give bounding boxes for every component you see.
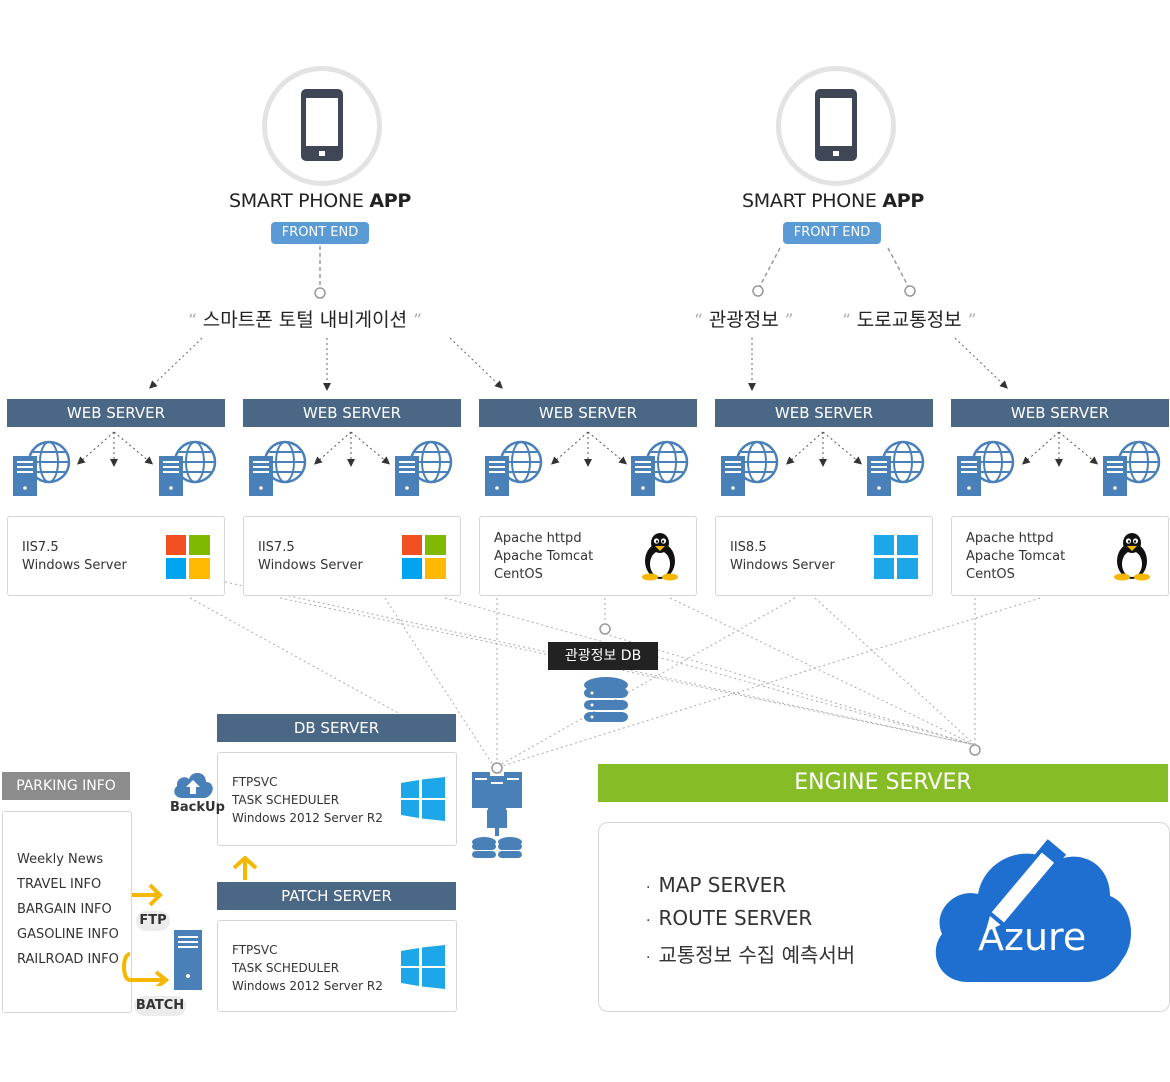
patch-server-line1: FTPSVC [232, 943, 278, 957]
database-icon [584, 677, 628, 722]
windows-blue-icon [874, 535, 918, 579]
web-server-line2: Apache Tomcat [966, 549, 1066, 564]
windows-color-icon [402, 535, 446, 579]
tourism-db-label: 관광정보 DB [548, 642, 658, 670]
server-stack-icon [472, 772, 522, 858]
web-server-line2: Windows Server [258, 558, 363, 573]
smartphone-icon [301, 89, 343, 161]
engine-server-item: ·ROUTE SERVER [646, 906, 813, 930]
db-server-title: DB SERVER [217, 714, 456, 742]
batch-loop-arrow-icon [122, 952, 170, 986]
web-server-line3: CentOS [494, 567, 543, 582]
smartphone-icon [815, 89, 857, 161]
up-arrow-icon [232, 856, 258, 880]
web-server-title: WEB SERVER [479, 399, 697, 427]
parking-info-item: RAILROAD INFO [17, 952, 119, 967]
web-server-title: WEB SERVER [7, 399, 225, 427]
web-server-line2: Apache Tomcat [494, 549, 594, 564]
web-server-line3: CentOS [966, 567, 1015, 582]
web-server-globe-icon [1103, 440, 1161, 496]
web-server-globe-icon [485, 440, 543, 496]
service-traffic: “ 도로교통정보 ” [842, 309, 977, 331]
app-title-plain: SMART PHONE [742, 190, 883, 212]
web-server-line1: IIS7.5 [258, 540, 295, 555]
db-server-line1: FTPSVC [232, 775, 278, 789]
web-server-line1: IIS7.5 [22, 540, 59, 555]
web-server-line1: Apache httpd [494, 531, 582, 546]
app-title-bold: APP [882, 190, 924, 212]
parking-info-box [2, 811, 132, 1013]
engine-server-item: ·교통정보 수집 예측서버 [646, 943, 856, 967]
parking-info-item: GASOLINE INFO [17, 927, 119, 942]
web-server-stack-box: IIS7.5 Windows Server [243, 516, 461, 596]
service-label: 도로교통정보 [856, 309, 962, 331]
engine-server-item: ·MAP SERVER [646, 873, 787, 897]
web-server-stack-box: IIS8.5 Windows Server [715, 516, 933, 596]
parking-info-title: PARKING INFO [2, 772, 130, 800]
app-title-bold: APP [369, 190, 411, 212]
batch-server-icon [174, 930, 202, 990]
cloud-upload-icon [174, 772, 213, 798]
azure-logo-text: Azure [978, 915, 1087, 959]
db-server-box: FTPSVC TASK SCHEDULER Windows 2012 Serve… [217, 752, 457, 846]
patch-server-box: FTPSVC TASK SCHEDULER Windows 2012 Serve… [217, 920, 457, 1012]
web-server-title: WEB SERVER [951, 399, 1169, 427]
web-server-globe-icon [721, 440, 779, 496]
front-end-badge-1: FRONT END [271, 222, 369, 244]
web-server-globe-icon [159, 440, 217, 496]
web-server-line1: Apache httpd [966, 531, 1054, 546]
service-label: 스마트폰 토털 내비게이션 [202, 309, 408, 331]
engine-server-title: ENGINE SERVER [598, 764, 1168, 802]
windows-color-icon [166, 535, 210, 579]
app-title-plain: SMART PHONE [229, 190, 370, 212]
web-server-stack-box: Apache httpd Apache Tomcat CentOS [479, 516, 697, 596]
backup-label: BackUp [170, 800, 225, 815]
web-server-globe-icon [631, 440, 689, 496]
windows-blue-icon [401, 777, 445, 821]
engine-item-label: ROUTE SERVER [658, 906, 813, 930]
engine-item-label: 교통정보 수집 예측서버 [658, 943, 856, 967]
web-server-title: WEB SERVER [243, 399, 461, 427]
smartphone-circle-2 [776, 66, 896, 186]
web-server-line1: IIS8.5 [730, 540, 767, 555]
web-server-globe-icon [249, 440, 307, 496]
web-server-stack-box: Apache httpd Apache Tomcat CentOS [951, 516, 1169, 596]
smartphone-circle-1 [262, 66, 382, 186]
web-server-line2: Windows Server [22, 558, 127, 573]
web-server-globe-icon [13, 440, 71, 496]
front-end-badge-2: FRONT END [783, 222, 881, 244]
web-server-title: WEB SERVER [715, 399, 933, 427]
web-server-line2: Windows Server [730, 558, 835, 573]
service-tourism: “ 관광정보 ” [694, 309, 794, 331]
service-navigation: “ 스마트폰 토털 내비게이션 ” [188, 309, 422, 331]
engine-item-label: MAP SERVER [658, 873, 787, 897]
web-server-globe-icon [395, 440, 453, 496]
parking-info-item: TRAVEL INFO [17, 877, 102, 892]
smartphone-app-title-2: SMART PHONE APP [703, 190, 963, 212]
parking-info-item: BARGAIN INFO [17, 902, 112, 917]
smartphone-app-title-1: SMART PHONE APP [190, 190, 450, 212]
ftp-arrow-icon [132, 883, 163, 907]
db-server-line3: Windows 2012 Server R2 [232, 811, 383, 825]
db-server-line2: TASK SCHEDULER [232, 793, 340, 807]
patch-server-title: PATCH SERVER [217, 882, 456, 910]
ftp-tag: FTP [136, 911, 170, 931]
linux-tux-icon [1114, 533, 1150, 581]
windows-blue-icon [401, 945, 445, 989]
parking-info-item: Weekly News [17, 852, 104, 867]
linux-tux-icon [642, 533, 678, 581]
web-server-stack-box: IIS7.5 Windows Server [7, 516, 225, 596]
service-label: 관광정보 [708, 309, 779, 331]
web-server-globe-icon [867, 440, 925, 496]
azure-cloud-logo [935, 839, 1132, 982]
patch-server-line3: Windows 2012 Server R2 [232, 979, 383, 993]
batch-tag: BATCH [134, 996, 186, 1016]
web-server-globe-icon [957, 440, 1015, 496]
patch-server-line2: TASK SCHEDULER [232, 961, 340, 975]
